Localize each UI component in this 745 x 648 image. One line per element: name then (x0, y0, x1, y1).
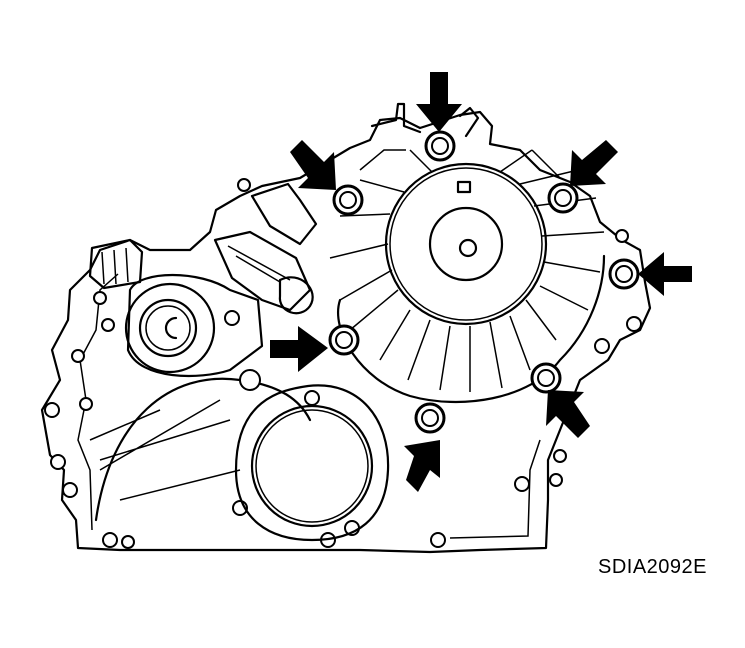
converter-rib (89, 399, 241, 501)
bolts (328, 130, 640, 434)
bolt-center-left (328, 324, 360, 356)
bolt-lower-right (530, 362, 562, 394)
flange-holes (44, 178, 642, 549)
arrow-right-icon (270, 326, 328, 372)
selector-linkage (213, 182, 318, 315)
arrows (270, 72, 692, 492)
bolt-upper-right (547, 182, 579, 214)
converter-housing (94, 377, 312, 522)
arrow-down-icon (416, 72, 462, 132)
arrow-up-left-icon (546, 390, 590, 438)
left-upper-boss (124, 274, 264, 391)
arrow-up-right-icon (404, 440, 440, 492)
bolt-bottom (414, 402, 446, 434)
bolt-upper-left (332, 184, 364, 216)
end-cover (329, 149, 606, 404)
bolt-right (608, 258, 640, 290)
electrical-connector (88, 238, 144, 290)
housing-outline (40, 110, 652, 554)
top-bracket (370, 102, 480, 138)
lower-center-cover (234, 384, 390, 542)
figure-code: SDIA2092E (598, 556, 708, 578)
arrow-left-icon (638, 252, 692, 296)
arrow-down-right-icon (290, 140, 336, 190)
bolt-top (424, 130, 456, 162)
arrow-down-left-icon (570, 140, 618, 186)
